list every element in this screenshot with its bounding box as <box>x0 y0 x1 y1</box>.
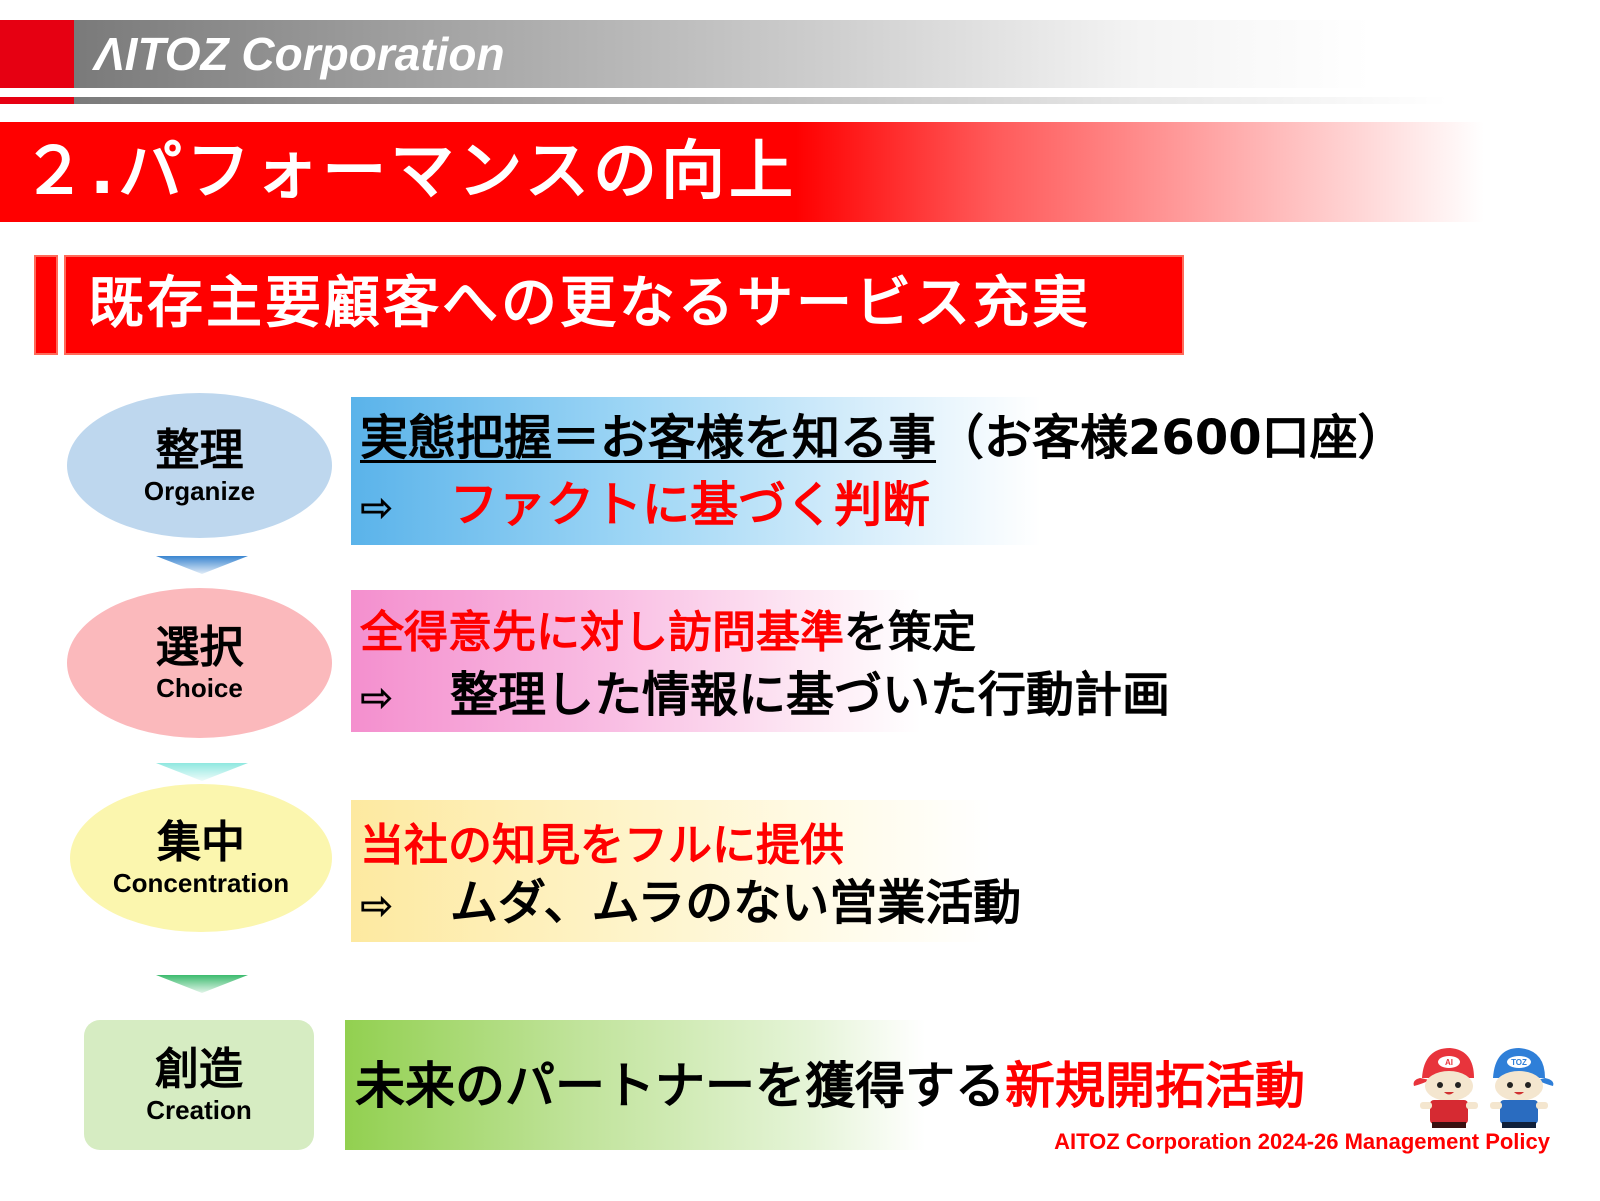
step-organize-content-bg <box>351 397 1041 545</box>
right-arrow-icon: ⇨ <box>360 675 394 721</box>
key-point-emphasis: 新規開拓活動 <box>1005 1057 1305 1115</box>
header-gray-rule <box>74 97 1600 104</box>
step-choice: 選択 Choice <box>67 588 332 738</box>
result-text: ムダ、ムラのない営業活動 <box>450 875 1022 931</box>
step-concentration-line2: ⇨ ムダ、ムラのない営業活動 <box>360 873 1021 936</box>
key-point: 未来のパートナーを獲得する <box>355 1057 1005 1115</box>
step-choice-line1: 全得意先に対し訪問基準を策定 <box>360 605 976 661</box>
right-arrow-icon: ⇨ <box>360 485 394 531</box>
subtitle-stripe <box>34 255 58 355</box>
step-organize-line2: ⇨ ファクトに基づく判断 <box>360 475 930 538</box>
step-label-en: Organize <box>143 475 256 506</box>
step-concentration: 集中 Concentration <box>70 784 332 932</box>
step-creation-line1: 未来のパートナーを獲得する新規開拓活動 <box>355 1055 1305 1117</box>
chevron-down-icon <box>156 763 248 781</box>
page-title: ２.パフォーマンスの向上 <box>22 135 798 209</box>
key-point-suffix: を策定 <box>844 607 976 658</box>
section-subtitle: 既存主要顧客への更なるサービス充実 <box>88 271 1091 336</box>
step-label-jp: 整理 <box>155 424 244 476</box>
subtitle-box <box>64 255 1184 355</box>
footer-caption: AITOZ Corporation 2024-26 Management Pol… <box>1054 1129 1550 1154</box>
step-label-en: Choice <box>156 673 243 703</box>
step-choice-content-bg <box>351 590 921 732</box>
step-concentration-line1: 当社の知見をフルに提供 <box>360 820 844 871</box>
step-label-jp: 集中 <box>157 817 245 868</box>
key-point: 全得意先に対し訪問基準 <box>360 607 844 658</box>
mascot-red-icon: AI <box>1413 1048 1478 1128</box>
svg-text:AI: AI <box>1445 1058 1453 1067</box>
note: （お客様2600口座） <box>936 410 1406 466</box>
step-creation-content-bg <box>345 1020 925 1150</box>
chevron-down-icon <box>156 556 248 574</box>
step-organize-line1: 実態把握＝お客様を知る事（お客様2600口座） <box>360 408 1406 468</box>
result-text: 整理した情報に基づいた行動計画 <box>450 667 1171 723</box>
mascot-blue-icon: TOZ <box>1490 1048 1554 1128</box>
step-label-jp: 創造 <box>155 1044 243 1095</box>
step-creation: 創造 Creation <box>84 1020 314 1150</box>
header-red-block <box>0 20 74 88</box>
result-text: ファクトに基づく判断 <box>450 477 931 533</box>
right-arrow-icon: ⇨ <box>360 883 394 929</box>
header-gray-band <box>74 20 1600 88</box>
company-logo: ΛITOZ Corporation <box>94 28 505 80</box>
step-choice-line2: ⇨ 整理した情報に基づいた行動計画 <box>360 665 1170 728</box>
step-concentration-content-bg <box>351 800 991 942</box>
step-label-jp: 選択 <box>155 622 244 673</box>
header-red-rule <box>0 97 74 104</box>
title-banner <box>0 122 1530 222</box>
step-label-en: Creation <box>146 1095 252 1125</box>
chevron-down-icon <box>156 975 248 993</box>
step-label-en: Concentration <box>112 868 290 898</box>
key-point: 実態把握＝お客様を知る事 <box>360 410 937 466</box>
svg-text:TOZ: TOZ <box>1511 1058 1527 1067</box>
step-organize: 整理 Organize <box>67 393 332 538</box>
